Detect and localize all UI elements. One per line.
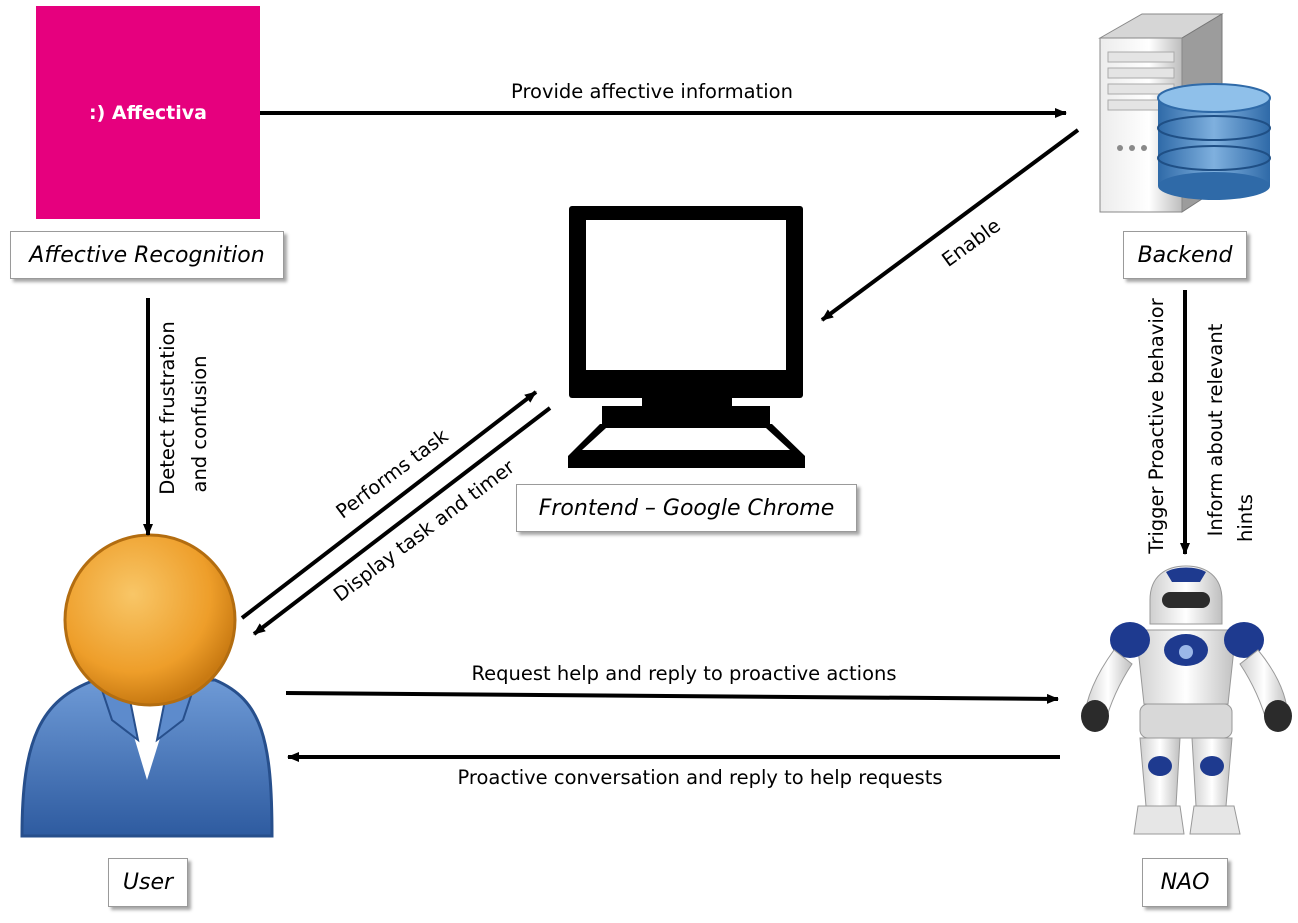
node-frontend: Frontend – Google Chrome xyxy=(516,484,857,532)
node-affective-recognition: Affective Recognition xyxy=(10,231,284,279)
label-inform-line2: hints xyxy=(1234,494,1257,542)
label-proactive-conversation: Proactive conversation and reply to help… xyxy=(457,766,942,789)
logo-text: :) Affectiva xyxy=(89,102,207,124)
monitor-icon xyxy=(568,206,805,468)
arrow-display-task xyxy=(252,406,552,636)
arrow-request-help xyxy=(285,691,1059,704)
label-provide-affective: Provide affective information xyxy=(511,80,793,103)
node-backend: Backend xyxy=(1123,231,1247,279)
arrow-enable xyxy=(820,128,1080,322)
label-request-help: Request help and reply to proactive acti… xyxy=(471,662,896,685)
logo-background xyxy=(36,6,260,219)
user-icon xyxy=(20,533,274,838)
node-user: User xyxy=(108,858,188,907)
node-nao: NAO xyxy=(1142,858,1228,907)
affectiva-logo: :) Affectiva xyxy=(36,6,260,219)
arrow-performs-task xyxy=(240,390,538,620)
server-database-icon xyxy=(1098,13,1271,213)
label-detect-line1: Detect frustration xyxy=(156,321,179,495)
label-enable: Enable xyxy=(938,214,1005,272)
label-detect-line2: and confusion xyxy=(188,356,211,493)
arrows xyxy=(143,108,1190,762)
robot-icon xyxy=(1081,565,1292,835)
label-inform-line1: Inform about relevant xyxy=(1204,323,1227,536)
label-trigger: Trigger Proactive behavior xyxy=(1145,297,1168,554)
